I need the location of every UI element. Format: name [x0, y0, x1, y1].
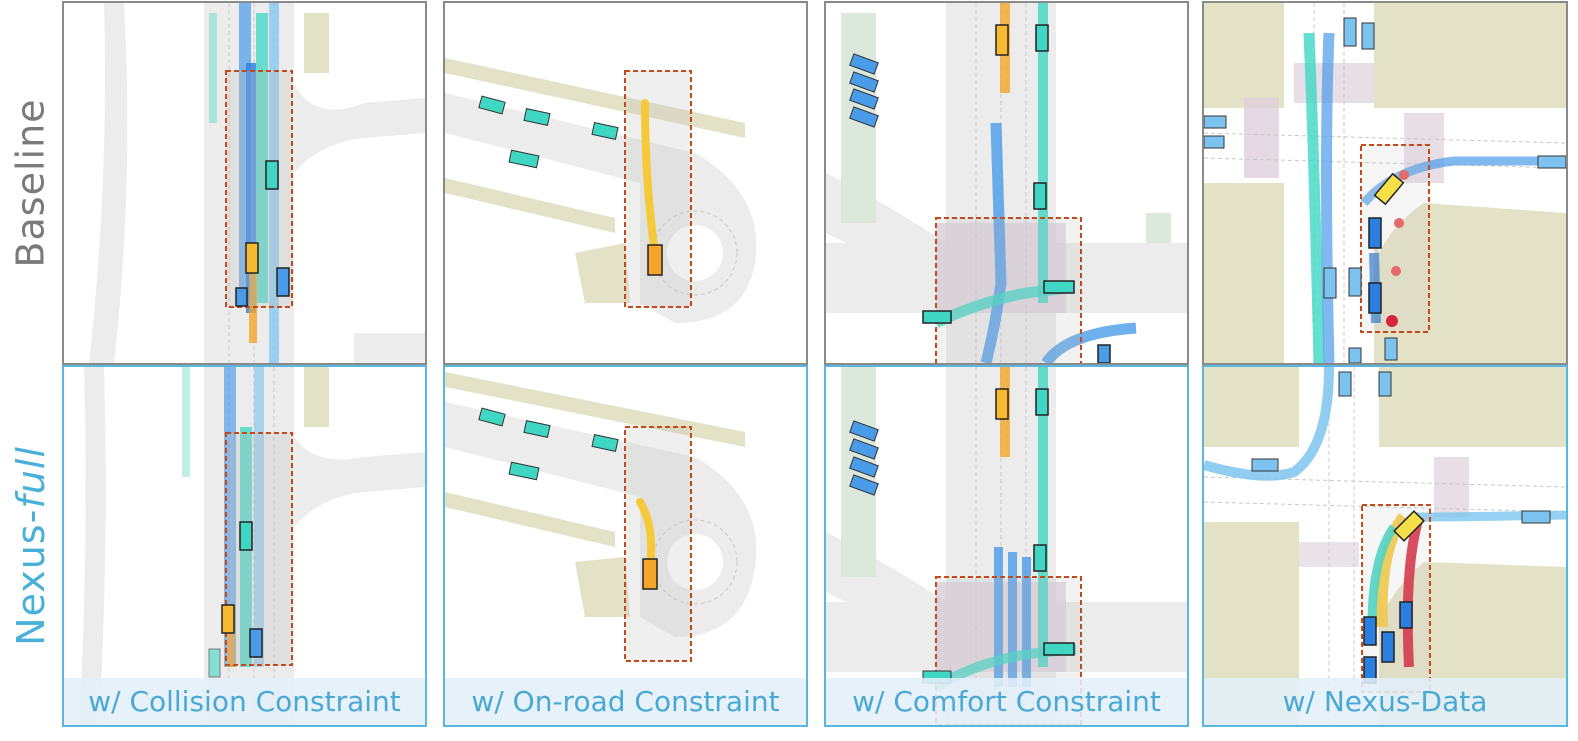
caption-collision: w/ Collision Constraint [64, 678, 425, 725]
vehicle [1035, 24, 1049, 52]
ego-vehicle [221, 604, 235, 634]
traj-cyan [1038, 3, 1048, 303]
highlight-box [624, 426, 692, 662]
traj-cyan-faint [209, 13, 217, 123]
row-label-nexus-full: Nexus-full [0, 365, 62, 727]
highlight-box [225, 70, 293, 308]
panel-baseline-collision [62, 1, 427, 365]
vehicle [1033, 182, 1047, 210]
vehicle [265, 160, 279, 190]
caption-nexusdata: w/ Nexus-Data [1204, 678, 1566, 725]
panel-baseline-nexusdata [1202, 1, 1568, 365]
row-label-nexus-full-text: Nexus-full [9, 446, 54, 646]
vehicle [922, 310, 952, 324]
row-label-baseline: Baseline [0, 0, 62, 365]
highlight-box [935, 217, 1082, 363]
caption-onroad: w/ On-road Constraint [445, 678, 806, 725]
panel-baseline-onroad [443, 1, 808, 365]
ego-vehicle [647, 244, 663, 276]
sidewalk-bot [445, 178, 615, 233]
scene-baseline-comfort [826, 3, 1187, 363]
ego-vehicle [642, 558, 658, 590]
sidewalk-top [445, 58, 745, 138]
ego-vehicle [995, 24, 1009, 56]
highlight-box [225, 432, 293, 666]
highlight-box [1360, 144, 1430, 333]
highlight-box [624, 70, 692, 308]
scene-nexus-comfort [826, 367, 1187, 725]
panel-nexus-nexusdata: w/ Nexus-Data [1202, 365, 1568, 727]
scene-baseline-nexusdata [1204, 3, 1566, 363]
panel-nexus-collision: w/ Collision Constraint [62, 365, 427, 727]
highlight-box [935, 576, 1082, 725]
roundabout-center [667, 225, 723, 281]
traj-blue [980, 122, 1007, 363]
traj-cyan-1 [256, 13, 268, 303]
scene-baseline-onroad [445, 3, 806, 363]
scene-nexus-onroad [445, 367, 806, 725]
vehicle [1368, 217, 1382, 249]
scene-baseline-collision [64, 3, 425, 363]
panel-nexus-comfort: w/ Comfort Constraint [824, 365, 1189, 727]
panel-baseline-comfort [824, 1, 1189, 365]
vehicle [1368, 282, 1382, 314]
vehicle [235, 287, 248, 307]
row-label-baseline-text: Baseline [9, 97, 53, 268]
ego-vehicle [1373, 172, 1405, 206]
caption-comfort: w/ Comfort Constraint [826, 678, 1187, 725]
ego-vehicle [995, 388, 1009, 420]
scene-nexus-nexusdata [1204, 367, 1566, 725]
vehicle [1043, 280, 1075, 294]
scene-nexus-collision [64, 367, 425, 725]
road-branch [294, 83, 425, 173]
vehicle [276, 267, 290, 297]
traj-ego [641, 99, 659, 257]
ego-vehicle [1393, 510, 1425, 542]
ego-vehicle [245, 242, 259, 274]
road-left [89, 3, 128, 363]
sidewalk-1 [304, 13, 329, 73]
traj-blue-2 [246, 63, 256, 313]
red-obstacle [1386, 315, 1398, 327]
panel-nexus-onroad: w/ On-road Constraint [443, 365, 808, 727]
traj-orange [249, 263, 257, 343]
